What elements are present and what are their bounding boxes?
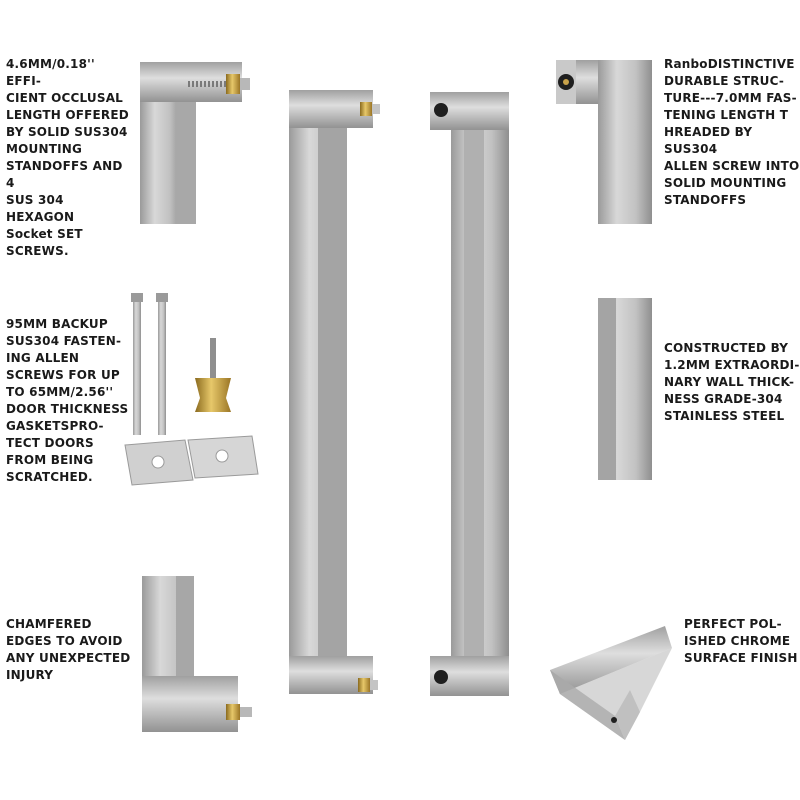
- detail-bar-profile: [598, 298, 652, 480]
- caption-polished-finish: PERFECT POL- ISHED CHROME SURFACE FINISH: [684, 617, 798, 665]
- caption-backup-screws: 95MM BACKUP SUS304 FASTEN- ING ALLEN SCR…: [6, 317, 129, 484]
- detail-top-left-bracket: [140, 62, 250, 224]
- hardware-kit: [124, 293, 259, 486]
- detail-bottom-right-corner: [550, 626, 672, 740]
- caption-wall-thickness: CONSTRUCTED BY 1.2MM EXTRAORDI- NARY WAL…: [664, 341, 800, 423]
- caption-chamfered-edges: CHAMFERED EDGES TO AVOID ANY UNEXPECTED …: [6, 617, 131, 682]
- door-pull-handle-left: [289, 90, 380, 694]
- door-pull-handle-right: [430, 92, 509, 696]
- detail-top-right-bracket: [556, 60, 652, 224]
- detail-bottom-left-bracket: [142, 576, 252, 732]
- caption-occlusal-length: 4.6MM/0.18'' EFFI- CIENT OCCLUSAL LENGTH…: [6, 57, 129, 258]
- brand-name: Ranbo: [664, 57, 708, 71]
- caption-distinctive-structure-text: DISTINCTIVE DURABLE STRUC- TURE---7.0MM …: [664, 57, 800, 207]
- caption-distinctive-structure: RanboDISTINCTIVE DURABLE STRUC- TURE---7…: [664, 56, 800, 209]
